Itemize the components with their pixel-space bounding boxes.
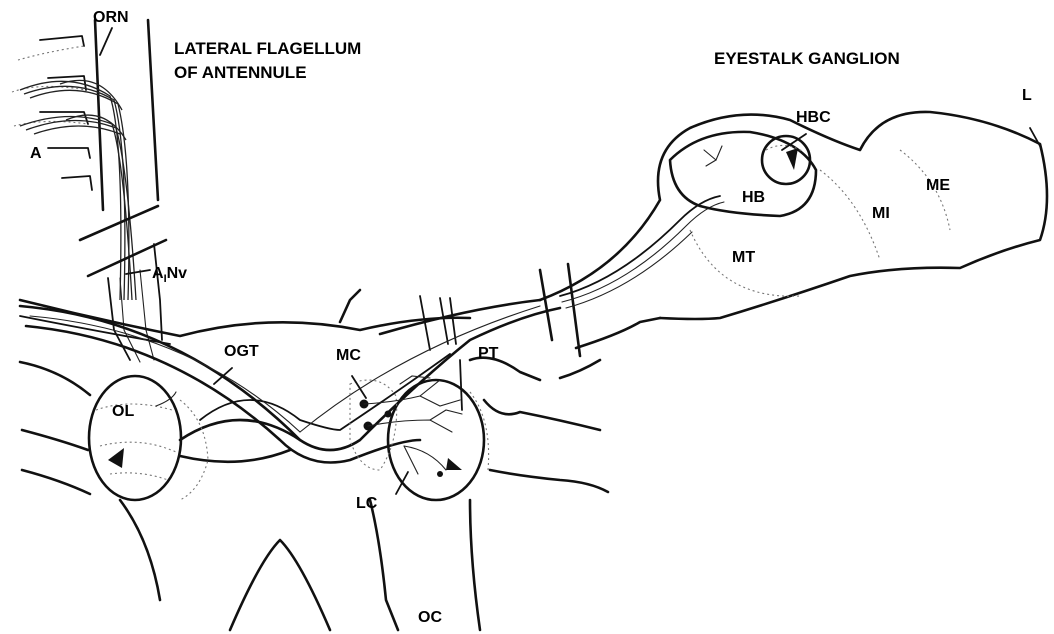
ol-arrowhead — [108, 448, 124, 468]
label-hbc: HBC — [796, 109, 831, 126]
lc-arrowhead — [446, 458, 462, 470]
label-ol: OL — [112, 403, 134, 420]
olfactory-globular-tract — [20, 306, 560, 463]
label-hb: HB — [742, 189, 765, 206]
label-ogt: OGT — [224, 343, 259, 360]
label-oc: OC — [418, 609, 442, 626]
nerve-cut-upper — [80, 206, 158, 240]
orn-pointer — [100, 28, 112, 55]
label-l: L — [1022, 87, 1032, 104]
label-me: ME — [926, 177, 950, 194]
antennule-flagellum — [12, 20, 166, 362]
label-lc: LC — [356, 495, 378, 512]
mc-pointer — [352, 376, 366, 398]
label-a: A — [30, 145, 42, 162]
label-pt: PT — [478, 345, 499, 362]
orn-fibers — [20, 80, 136, 300]
olfactory-lobe-left — [89, 376, 208, 500]
l-pointer — [1030, 128, 1040, 146]
label-eyestalk-ganglion: EYESTALK GANGLION — [714, 49, 900, 68]
label-mc: MC — [336, 347, 361, 364]
eyestalk — [540, 112, 1047, 356]
stalk-cut-right — [568, 264, 580, 356]
label-mi: MI — [872, 205, 890, 222]
label-lateral-flagellum-2: OF ANTENNULE — [174, 63, 307, 82]
pt-pointer — [460, 360, 462, 410]
aesthetasc-sensilla — [12, 36, 92, 190]
stalk-cut-left — [540, 270, 552, 340]
label-mt: MT — [732, 249, 755, 266]
label-lateral-flagellum-1: LATERAL FLAGELLUM — [174, 39, 361, 58]
label-orn: ORN — [93, 9, 129, 26]
hbc-arrowhead — [786, 148, 798, 170]
